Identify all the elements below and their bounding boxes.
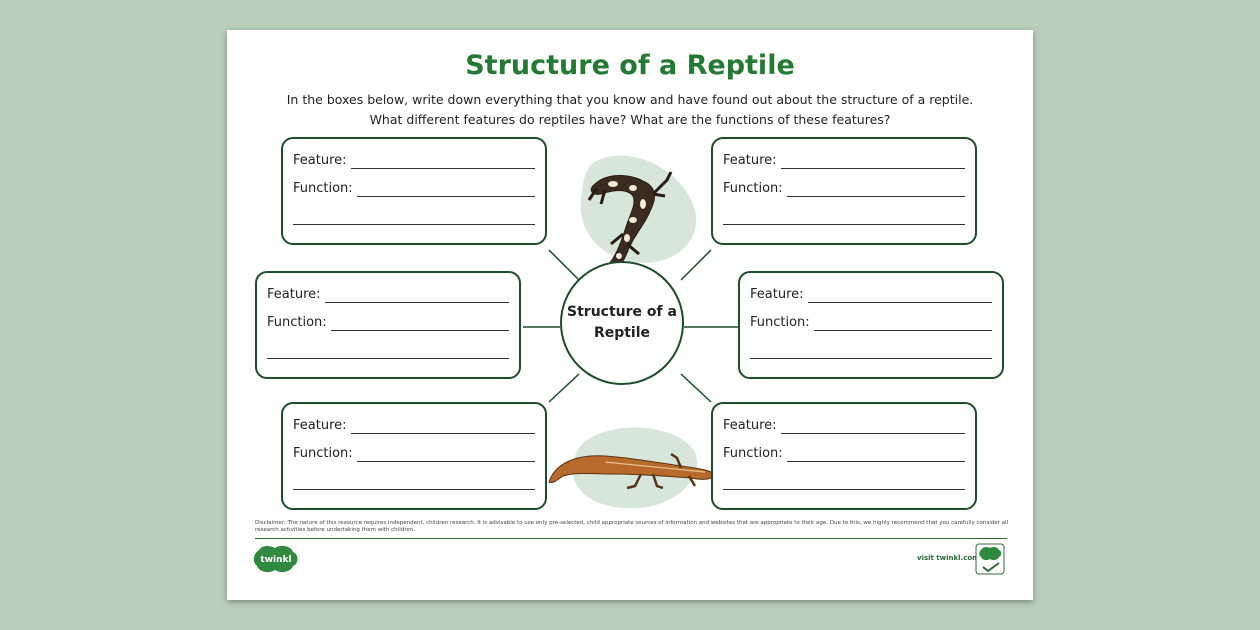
feature-box-top-right: Feature: Function: — [711, 137, 977, 245]
twinkl-logo: twinkl — [253, 544, 299, 574]
function-answer-line[interactable] — [356, 447, 535, 462]
feature-label: Feature: — [723, 418, 777, 433]
function-label: Function: — [723, 446, 783, 461]
page-title: Structure of a Reptile — [465, 50, 795, 81]
feature-answer-line[interactable] — [780, 154, 965, 169]
feature-label: Feature: — [293, 153, 347, 168]
feature-answer-line[interactable] — [350, 154, 535, 169]
function-answer-line[interactable] — [356, 182, 535, 197]
disclaimer-text: Disclaimer: The nature of this resource … — [255, 520, 1009, 533]
function-answer-line[interactable] — [786, 182, 965, 197]
feature-label: Feature: — [750, 287, 804, 302]
feature-label: Feature: — [293, 418, 347, 433]
feature-label: Feature: — [723, 153, 777, 168]
center-circle: Structure of a Reptile — [560, 261, 684, 385]
instructions-line-1: In the boxes below, write down everythin… — [286, 92, 974, 107]
connector-lines — [523, 249, 738, 403]
feature-box-top-left: Feature: Function: — [281, 137, 547, 245]
center-label-line-1: Structure of a — [567, 304, 677, 320]
extra-answer-line[interactable] — [750, 344, 992, 359]
center-label-line-2: Reptile — [593, 325, 651, 341]
extra-answer-line[interactable] — [293, 475, 535, 490]
function-label: Function: — [267, 315, 327, 330]
worksheet-page: Structure of a Reptile In the boxes belo… — [227, 30, 1033, 600]
feature-label: Feature: — [267, 287, 321, 302]
function-answer-line[interactable] — [813, 316, 992, 331]
function-label: Function: — [750, 315, 810, 330]
function-answer-line[interactable] — [330, 316, 509, 331]
feature-box-bottom-right: Feature: Function: — [711, 402, 977, 510]
extra-answer-line[interactable] — [723, 475, 965, 490]
feature-answer-line[interactable] — [324, 288, 509, 303]
visit-link[interactable]: visit twinkl.com — [917, 554, 980, 562]
function-label: Function: — [293, 446, 353, 461]
feature-box-middle-left: Feature: Function: — [255, 271, 521, 379]
instructions-line-2: What different features do reptiles have… — [369, 112, 891, 127]
function-label: Function: — [293, 181, 353, 196]
function-answer-line[interactable] — [786, 447, 965, 462]
twinkl-badge-icon — [975, 543, 1005, 575]
salamander-image — [587, 171, 673, 273]
logo-text: twinkl — [260, 555, 291, 565]
feature-box-middle-right: Feature: Function: — [738, 271, 1004, 379]
feature-answer-line[interactable] — [780, 419, 965, 434]
feature-box-bottom-left: Feature: Function: — [281, 402, 547, 510]
extra-answer-line[interactable] — [267, 344, 509, 359]
extra-answer-line[interactable] — [723, 210, 965, 225]
feature-answer-line[interactable] — [350, 419, 535, 434]
feature-answer-line[interactable] — [807, 288, 992, 303]
extra-answer-line[interactable] — [293, 210, 535, 225]
function-label: Function: — [723, 181, 783, 196]
lizard-image — [548, 452, 714, 490]
footer-divider — [255, 538, 1007, 539]
